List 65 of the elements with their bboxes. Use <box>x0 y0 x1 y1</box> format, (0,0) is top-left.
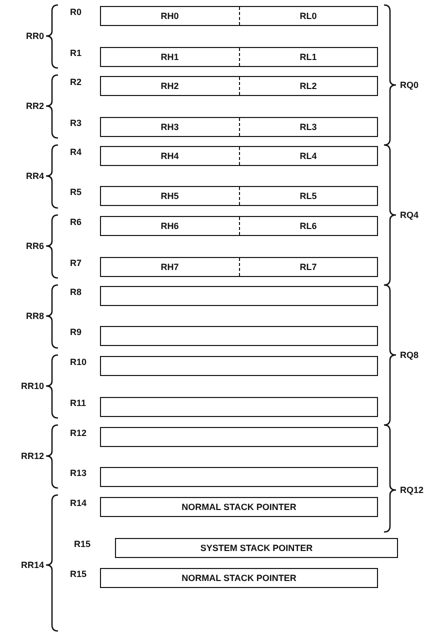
register-label: NORMAL STACK POINTER <box>182 573 296 583</box>
register-box <box>100 568 378 588</box>
register-pair-label: RR6 <box>26 241 44 251</box>
register-name: R3 <box>70 118 82 128</box>
register-pair-label: RR2 <box>26 101 44 111</box>
register-box <box>100 47 378 67</box>
low-byte-label: RL2 <box>300 81 317 91</box>
high-byte-label: RH7 <box>160 262 179 272</box>
empty-register-box <box>100 397 378 417</box>
empty-register-box <box>100 286 378 306</box>
register-name: R5 <box>70 187 82 197</box>
register-box <box>100 146 378 166</box>
register-label: NORMAL STACK POINTER <box>182 502 296 512</box>
low-byte-label: RL7 <box>300 262 317 272</box>
register-box <box>100 76 378 96</box>
register-name: R6 <box>70 217 82 227</box>
register-box <box>100 257 378 277</box>
high-byte-label: RH2 <box>160 81 179 91</box>
low-byte-label: RL3 <box>300 122 317 132</box>
register-name: R15 <box>74 539 91 549</box>
high-byte-label: RH0 <box>160 11 179 21</box>
register-pair-label: RR10 <box>20 381 44 391</box>
quad-register-label: RQ4 <box>400 210 419 220</box>
high-byte-label: RH5 <box>160 191 179 201</box>
register-pair-label: RR8 <box>26 311 44 321</box>
high-byte-label: RH3 <box>160 122 179 132</box>
register-name: R14 <box>70 498 87 508</box>
register-name: R1 <box>70 48 82 58</box>
register-name: R8 <box>70 287 82 297</box>
register-name: R4 <box>70 147 82 157</box>
high-byte-label: RH4 <box>160 151 179 161</box>
low-byte-label: RL4 <box>300 151 317 161</box>
quad-register-label: RQ8 <box>400 350 419 360</box>
low-byte-label: RL1 <box>300 52 317 62</box>
register-box <box>100 186 378 206</box>
quad-register-label: RQ12 <box>400 485 424 495</box>
register-name: R10 <box>70 357 87 367</box>
register-label: SYSTEM STACK POINTER <box>200 543 313 553</box>
empty-register-box <box>100 467 378 487</box>
register-box <box>100 216 378 236</box>
register-name: R9 <box>70 327 82 337</box>
quad-register-label: RQ0 <box>400 80 419 90</box>
low-byte-label: RL6 <box>300 221 317 231</box>
register-pair-label: RR12 <box>20 451 44 461</box>
register-name: R12 <box>70 428 87 438</box>
empty-register-box <box>100 427 378 447</box>
high-byte-label: RH6 <box>160 221 179 231</box>
register-box <box>100 497 378 517</box>
register-pair-label: RR4 <box>26 171 44 181</box>
high-byte-label: RH1 <box>160 52 179 62</box>
empty-register-box <box>100 326 378 346</box>
register-name: R0 <box>70 7 82 17</box>
register-pair-label: RR0 <box>26 31 44 41</box>
register-pair-label: RR14 <box>20 560 44 570</box>
register-name: R2 <box>70 77 82 87</box>
register-name: R11 <box>70 398 86 408</box>
empty-register-box <box>100 356 378 376</box>
register-name: R15 <box>70 569 87 579</box>
register-name: R7 <box>70 258 82 268</box>
register-name: R13 <box>70 468 87 478</box>
register-box <box>100 6 378 26</box>
low-byte-label: RL0 <box>300 11 317 21</box>
register-box <box>100 117 378 137</box>
low-byte-label: RL5 <box>300 191 317 201</box>
register-box <box>115 538 398 558</box>
